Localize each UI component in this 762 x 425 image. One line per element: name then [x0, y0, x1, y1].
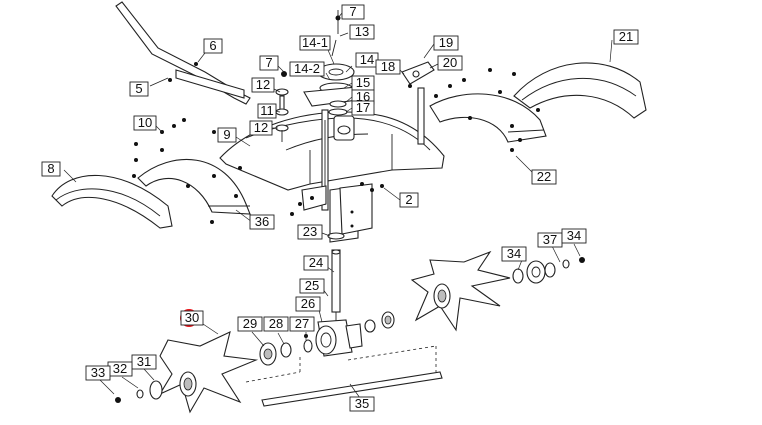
handle-bar	[115, 1, 251, 105]
callout-label: 33	[91, 365, 105, 380]
left-tine-assembly	[115, 331, 292, 414]
callout-label: 14-1	[302, 35, 328, 50]
callout-label: 37	[543, 232, 557, 247]
drive-shaft	[327, 232, 345, 322]
callout-label: 31	[137, 354, 151, 369]
axle	[245, 345, 443, 407]
callout-label: 14	[360, 52, 374, 67]
callout-label: 25	[305, 278, 319, 293]
callout-label: 5	[135, 81, 142, 96]
callout-label: 30	[185, 310, 199, 325]
top-gear-assembly	[303, 10, 373, 211]
right-inner-fender	[429, 93, 547, 143]
callout-label: 18	[381, 59, 395, 74]
callout-label: 28	[269, 316, 283, 331]
callout-label: 34	[567, 228, 581, 243]
left-column-parts	[275, 71, 289, 142]
callout-label: 11	[260, 103, 274, 118]
callouts: 7 13 14-1 14 14-2 6 7 19 21 18 20 15 16 …	[41, 4, 639, 412]
callout-label: 36	[255, 214, 269, 229]
callout-label: 6	[209, 38, 216, 53]
callout-label: 17	[356, 100, 370, 115]
callout-label: 22	[537, 169, 551, 184]
callout-label: 24	[309, 255, 323, 270]
right-bracket	[401, 61, 435, 145]
callout-label: 15	[356, 75, 370, 90]
callout-label: 14-2	[294, 61, 320, 76]
gearbox	[303, 319, 363, 357]
right-tine-assembly	[364, 250, 585, 333]
left-inner-fender	[137, 159, 251, 215]
callout-label: 7	[349, 4, 356, 19]
callout-label: 8	[47, 161, 54, 176]
callout-label: 12	[254, 120, 268, 135]
hardware-fasteners	[132, 62, 540, 338]
callout-label: 10	[138, 115, 152, 130]
callout-label: 19	[439, 35, 453, 50]
callout-label: 27	[295, 316, 309, 331]
callout-label: 23	[303, 224, 317, 239]
callout-label: 9	[223, 127, 230, 142]
callout-label: 16	[356, 89, 370, 104]
central-support	[301, 183, 373, 243]
callout-label: 13	[355, 24, 369, 39]
callout-label: 29	[243, 316, 257, 331]
callout-label: 20	[443, 55, 457, 70]
right-outer-fender	[513, 62, 647, 119]
callout-label: 32	[113, 361, 127, 376]
callout-label: 7	[265, 55, 272, 70]
callout-label: 21	[619, 29, 633, 44]
callout-label: 35	[355, 396, 369, 411]
callout-label: 2	[405, 192, 412, 207]
left-outer-fender	[51, 174, 173, 229]
callout-label: 12	[256, 77, 270, 92]
callout-label: 26	[301, 296, 315, 311]
callout-label: 34	[507, 246, 521, 261]
